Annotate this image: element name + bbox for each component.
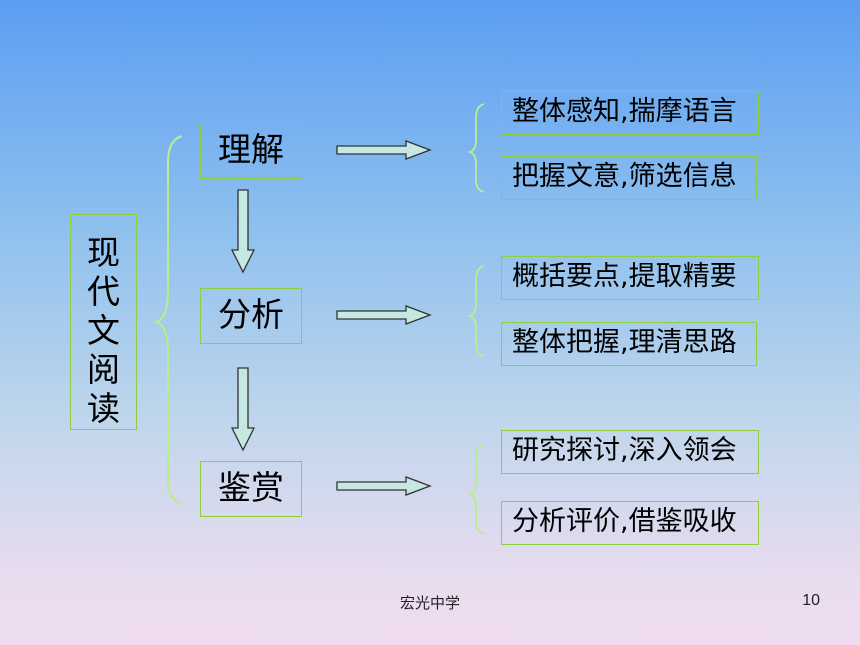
category-analyze-box: 分析: [200, 288, 302, 344]
school-name: 宏光中学: [399, 594, 460, 612]
main-topic-char: 读: [87, 389, 120, 428]
main-topic-char: 现: [87, 233, 120, 272]
main-topic-char: 阅: [87, 350, 120, 389]
leaf-item: 概括要点,提取精要: [501, 256, 759, 300]
sub-brace-2: [467, 265, 485, 357]
leaf-item: 整体把握,理清思路: [501, 322, 757, 366]
down-arrow-1: [230, 189, 256, 274]
right-arrow-3: [336, 476, 432, 496]
sub-brace-1: [467, 103, 485, 193]
page-number: 10: [802, 592, 820, 609]
main-topic-char: 代: [87, 272, 120, 311]
category-understand-box: 理解: [200, 123, 302, 179]
right-arrow-2: [336, 305, 432, 325]
right-arrow-1: [336, 140, 432, 160]
leaf-item: 把握文意,筛选信息: [501, 156, 757, 200]
leaf-item: 研究探讨,深入领会: [501, 430, 759, 474]
category-appreciate-box: 鉴赏: [200, 461, 302, 517]
main-topic-char: 文: [87, 311, 120, 350]
leaf-item: 整体感知,揣摩语言: [501, 91, 759, 135]
sub-brace-3: [467, 443, 485, 535]
down-arrow-2: [230, 367, 256, 452]
leaf-item: 分析评价,借鉴吸收: [501, 501, 759, 545]
main-brace: [152, 135, 183, 505]
main-topic-box: 现 代 文 阅 读: [70, 214, 137, 430]
